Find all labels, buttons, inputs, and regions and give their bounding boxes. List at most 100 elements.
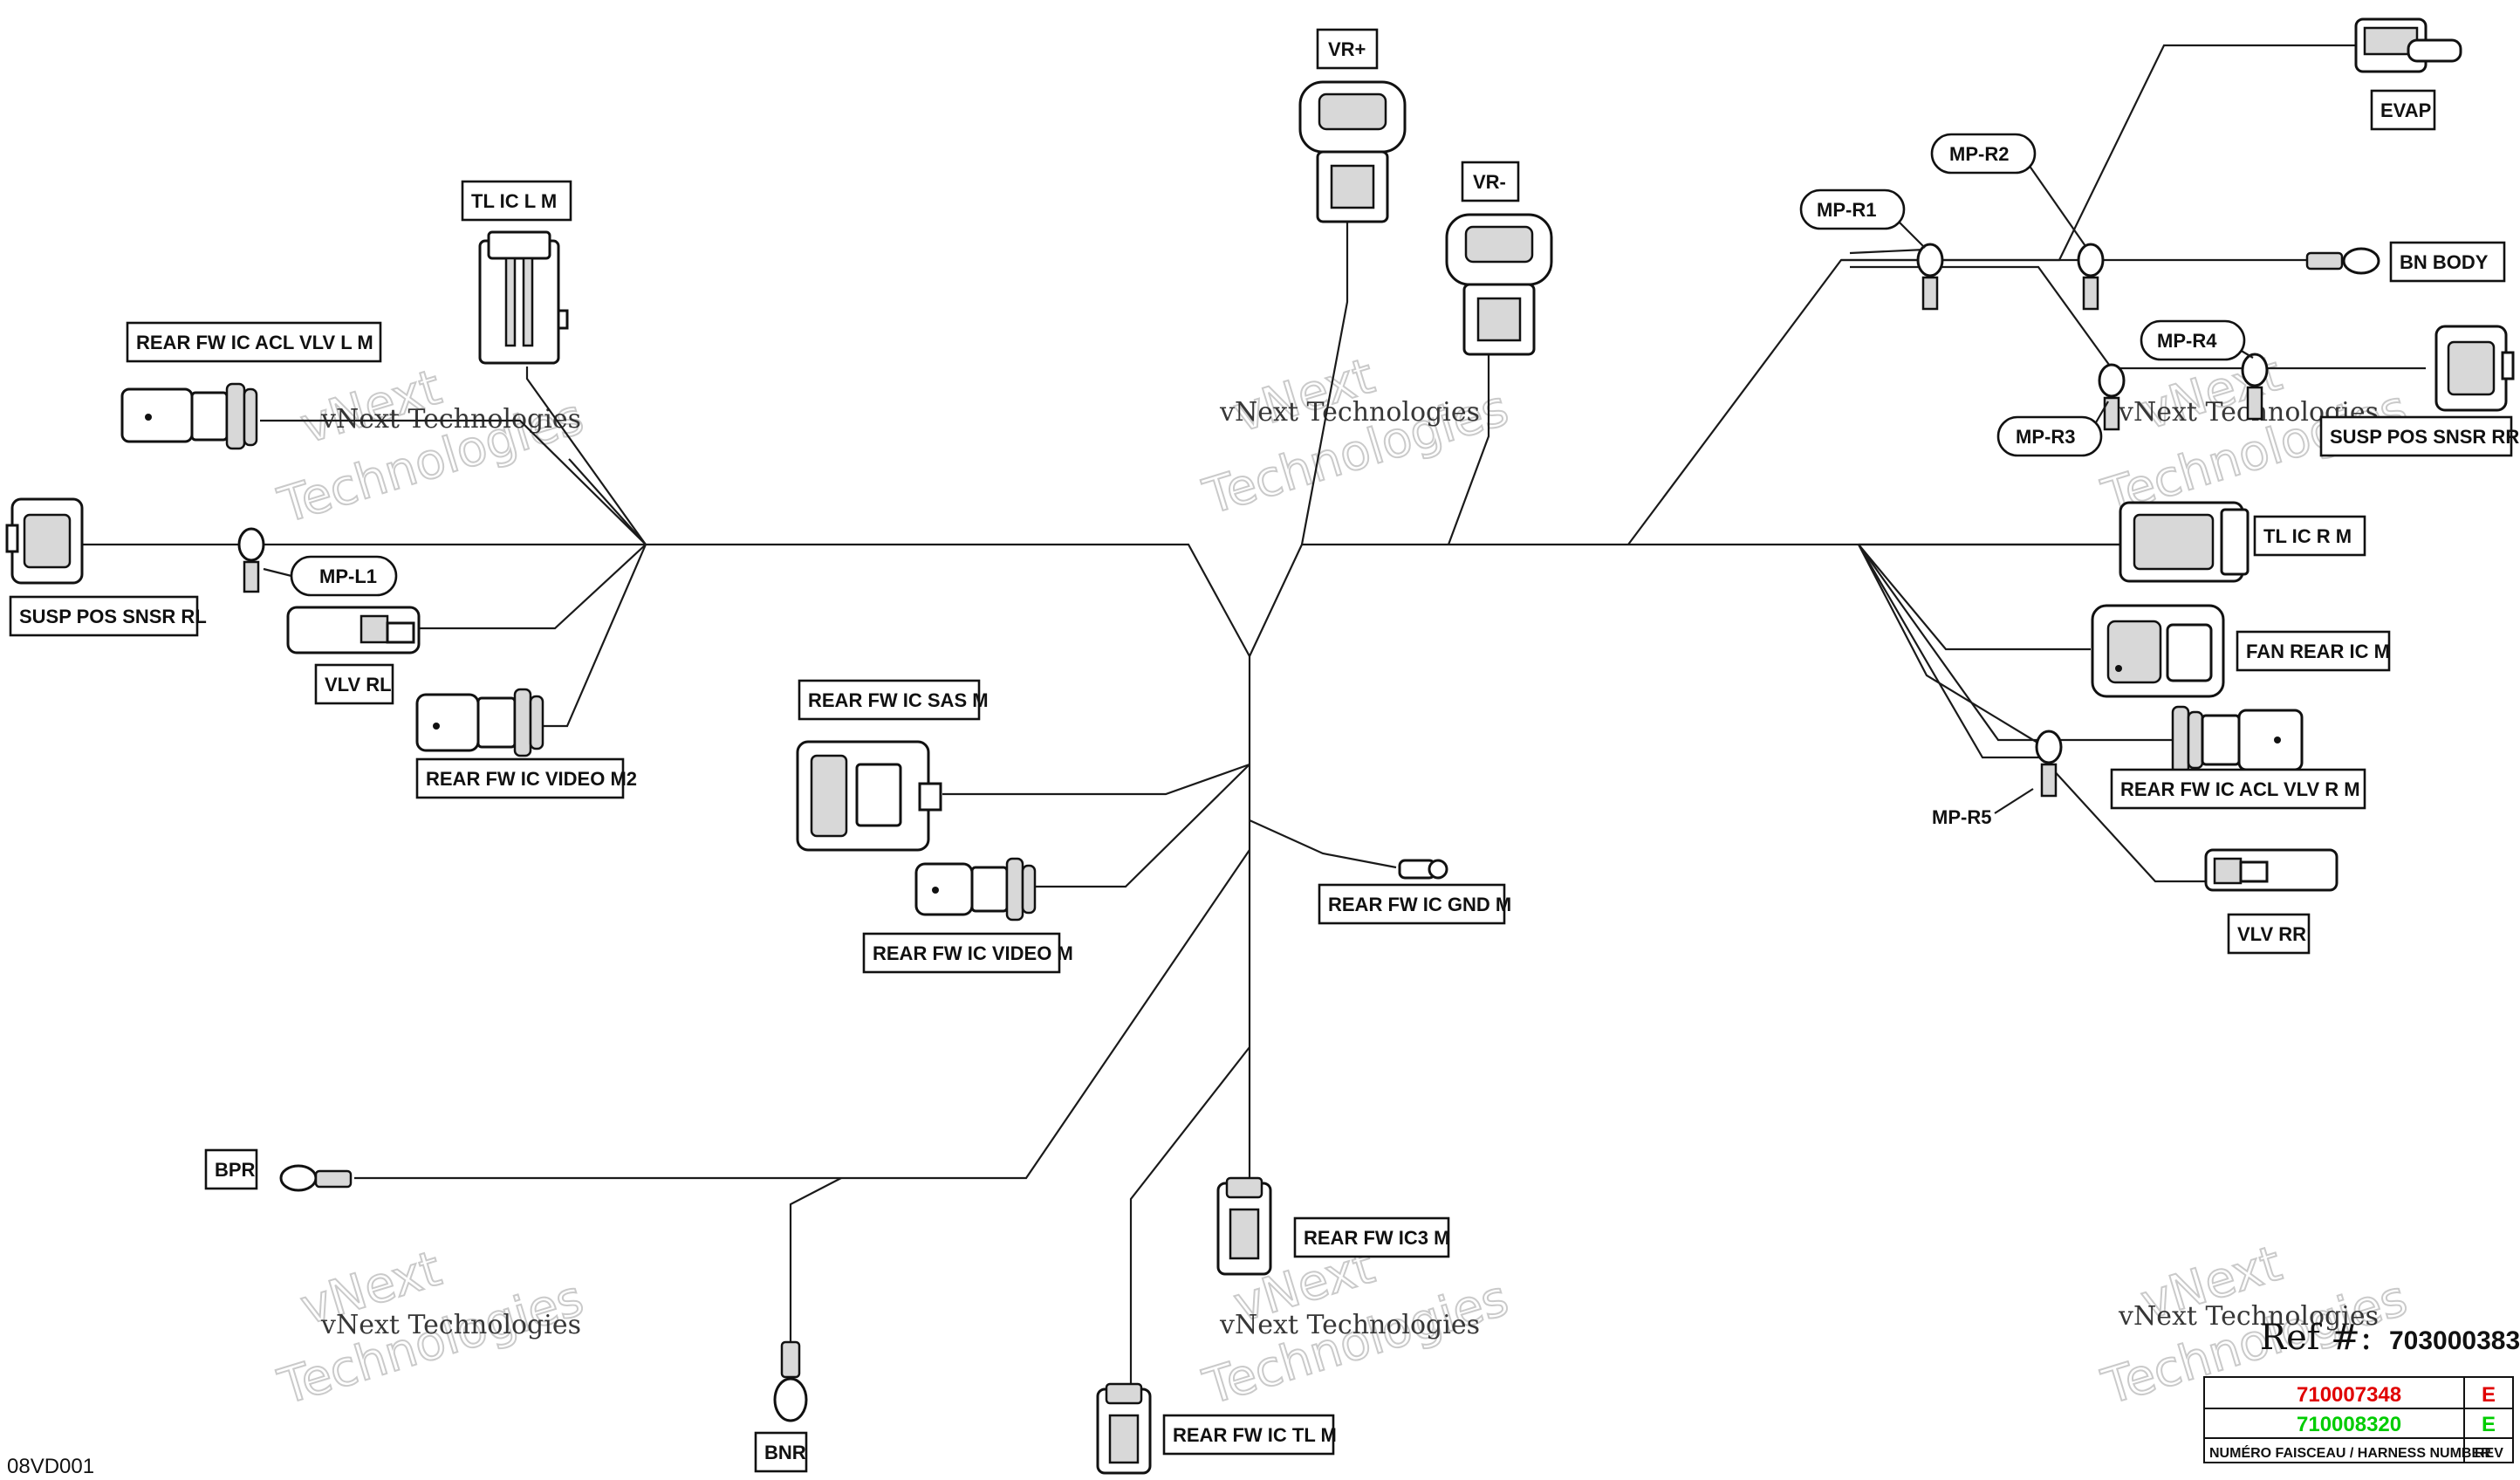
mounting-clip-mp-r3 [2098, 363, 2126, 431]
terminal-bpr [279, 1164, 353, 1192]
label-rear-fw-ic-gnd-m: REAR FW IC GND M [1318, 883, 1511, 925]
watermark-text: vNext Technologies [320, 1310, 581, 1340]
wire-gnd [1249, 819, 1397, 869]
terminal-bnr [773, 1340, 808, 1422]
label-rear-fw-ic3-m: REAR FW IC3 M [1293, 1216, 1449, 1258]
wire-video-m [1033, 764, 1250, 888]
harness-table-footer-rev: REV [2475, 1446, 2503, 1461]
svg-text:MP-R4: MP-R4 [2157, 330, 2217, 352]
wire-susp-rr [1850, 265, 2426, 370]
label-mp-r3: MP-R3 [1996, 415, 2103, 457]
connector-video-m2 [415, 688, 544, 757]
reference-block: Ref #: 703000383 [2260, 1318, 2520, 1358]
wire-acl-vlv-r [1858, 544, 2173, 742]
wire-vlv-rl [410, 544, 647, 630]
terminal-bn-body [2305, 247, 2380, 275]
connector-acl-vlv-r [2171, 705, 2304, 775]
connector-vlv-rr [2204, 848, 2339, 892]
connector-ic3-m [1216, 1176, 1272, 1276]
connector-susp-pos-snsr-rr [2434, 325, 2515, 412]
mounting-clip-mp-r5 [2035, 730, 2063, 798]
wire-mp-r5 [1858, 544, 2043, 746]
wire-mp-r1 [1849, 248, 1926, 255]
svg-text:REAR FW IC VIDEO M2: REAR FW IC VIDEO M2 [426, 768, 637, 790]
wire-video-m2 [543, 544, 647, 728]
label-mp-l1: MP-L1 [290, 555, 398, 597]
svg-text:MP-L1: MP-L1 [319, 565, 377, 587]
svg-text:TL IC R M: TL IC R M [2263, 525, 2352, 547]
connector-video-m [914, 857, 1037, 922]
svg-text:MP-R1: MP-R1 [1817, 199, 1876, 221]
svg-text:TL IC L M: TL IC L M [471, 190, 557, 212]
svg-text:BNR: BNR [764, 1442, 806, 1463]
label-fan-rear-ic-m: FAN REAR IC M [2236, 630, 2391, 672]
label-vr-plus: VR+ [1316, 28, 1379, 70]
label-vlv-rr: VLV RR [2227, 913, 2311, 955]
wire-vr-minus [1447, 330, 1490, 545]
svg-text:REAR FW IC VIDEO M: REAR FW IC VIDEO M [873, 942, 1073, 964]
connector-susp-pos-snsr-rl [5, 497, 84, 585]
wire-sas [942, 763, 1250, 796]
connector-acl-vlv-l [120, 382, 258, 450]
label-rear-fw-ic-acl-vlv-r-m: REAR FW IC ACL VLV R M [2110, 768, 2366, 810]
label-tl-ic-l-m: TL IC L M [461, 180, 572, 222]
label-mp-r4: MP-R4 [2140, 319, 2246, 361]
document-code: 08VD001 [7, 1455, 94, 1478]
harness-number-2: 710008320 [2297, 1413, 2401, 1436]
label-susp-pos-snsr-rl: SUSP POS SNSR RL [9, 595, 207, 637]
connector-fan-rear-ic-m [2091, 604, 2225, 698]
svg-text:MP-R3: MP-R3 [2016, 426, 2075, 448]
label-rear-fw-ic-tl-m: REAR FW IC TL M [1162, 1414, 1337, 1456]
mounting-clip-mp-r2 [2077, 243, 2105, 311]
svg-text:REAR FW IC TL M: REAR FW IC TL M [1173, 1424, 1337, 1446]
wire-acl-vlv-l [260, 419, 647, 545]
reference-prefix: Ref #: [2260, 1318, 2372, 1358]
svg-text:SUSP POS SNSR RL: SUSP POS SNSR RL [19, 606, 207, 627]
watermark-text: vNext Technologies [2118, 1301, 2379, 1332]
mounting-clip-mp-r4 [2241, 353, 2269, 421]
wire-main-right [1249, 543, 2120, 657]
label-vr-minus: VR- [1461, 161, 1520, 202]
wire-tl-ic-l [525, 367, 647, 545]
label-bpr: BPR [204, 1148, 258, 1190]
label-susp-pos-snsr-rr: SUSP POS SNSR RR [2319, 415, 2519, 457]
mounting-clip-mp-l1 [237, 527, 265, 593]
label-mp-r5: MP-R5 [1932, 806, 1991, 828]
harness-number-1: 710007348 [2297, 1383, 2401, 1407]
connector-vlv-rl [286, 606, 421, 654]
svg-text:MP-R2: MP-R2 [1949, 143, 2009, 165]
connector-tl-ic-r-m [2119, 501, 2250, 583]
wire-main-left [79, 543, 1250, 657]
watermark-text: vNext Technologies [1219, 1310, 1480, 1340]
svg-text:BN BODY: BN BODY [2400, 251, 2489, 273]
svg-text:VLV RR: VLV RR [2237, 923, 2306, 945]
label-evap: EVAP [2370, 89, 2436, 131]
harness-rev-1: E [2482, 1383, 2496, 1407]
wire-label-tl-ic-l [568, 458, 647, 545]
svg-text:BPR: BPR [215, 1159, 256, 1181]
svg-text:VR+: VR+ [1328, 38, 1366, 60]
harness-number-table: 710007348 E 710008320 E NUMÉRO FAISCEAU … [2203, 1376, 2514, 1463]
connector-evap [2354, 17, 2462, 73]
wire-vr-plus [1300, 195, 1349, 545]
watermark-text: vNext Technologies [320, 404, 581, 435]
wire-fan [1858, 544, 2091, 651]
svg-text:FAN REAR IC M: FAN REAR IC M [2246, 641, 2390, 662]
label-rear-fw-ic-acl-vlv-l-m: REAR FW IC ACL VLV L M [126, 321, 382, 363]
harness-table-footer: NUMÉRO FAISCEAU / HARNESS NUMBER [2209, 1444, 2491, 1461]
wire-vlv-rr [1858, 544, 2208, 883]
label-rear-fw-ic-video-m2: REAR FW IC VIDEO M2 [415, 757, 637, 799]
svg-text:REAR FW IC ACL VLV L M: REAR FW IC ACL VLV L M [136, 332, 373, 353]
reference-number: 703000383 [2389, 1326, 2520, 1355]
label-bn-body: BN BODY [2389, 241, 2506, 283]
connector-sas-m [796, 740, 942, 852]
watermark-text: vNext Technologies [1219, 397, 1480, 428]
mounting-clip-mp-r1 [1916, 243, 1944, 311]
svg-text:VLV RL: VLV RL [325, 674, 392, 695]
harness-rev-2: E [2482, 1413, 2496, 1436]
label-rear-fw-ic-video-m: REAR FW IC VIDEO M [862, 932, 1073, 974]
wire-bnr [789, 1177, 842, 1342]
svg-text:REAR FW IC3 M: REAR FW IC3 M [1304, 1227, 1449, 1249]
label-rear-fw-ic-sas-m: REAR FW IC SAS M [798, 679, 989, 721]
